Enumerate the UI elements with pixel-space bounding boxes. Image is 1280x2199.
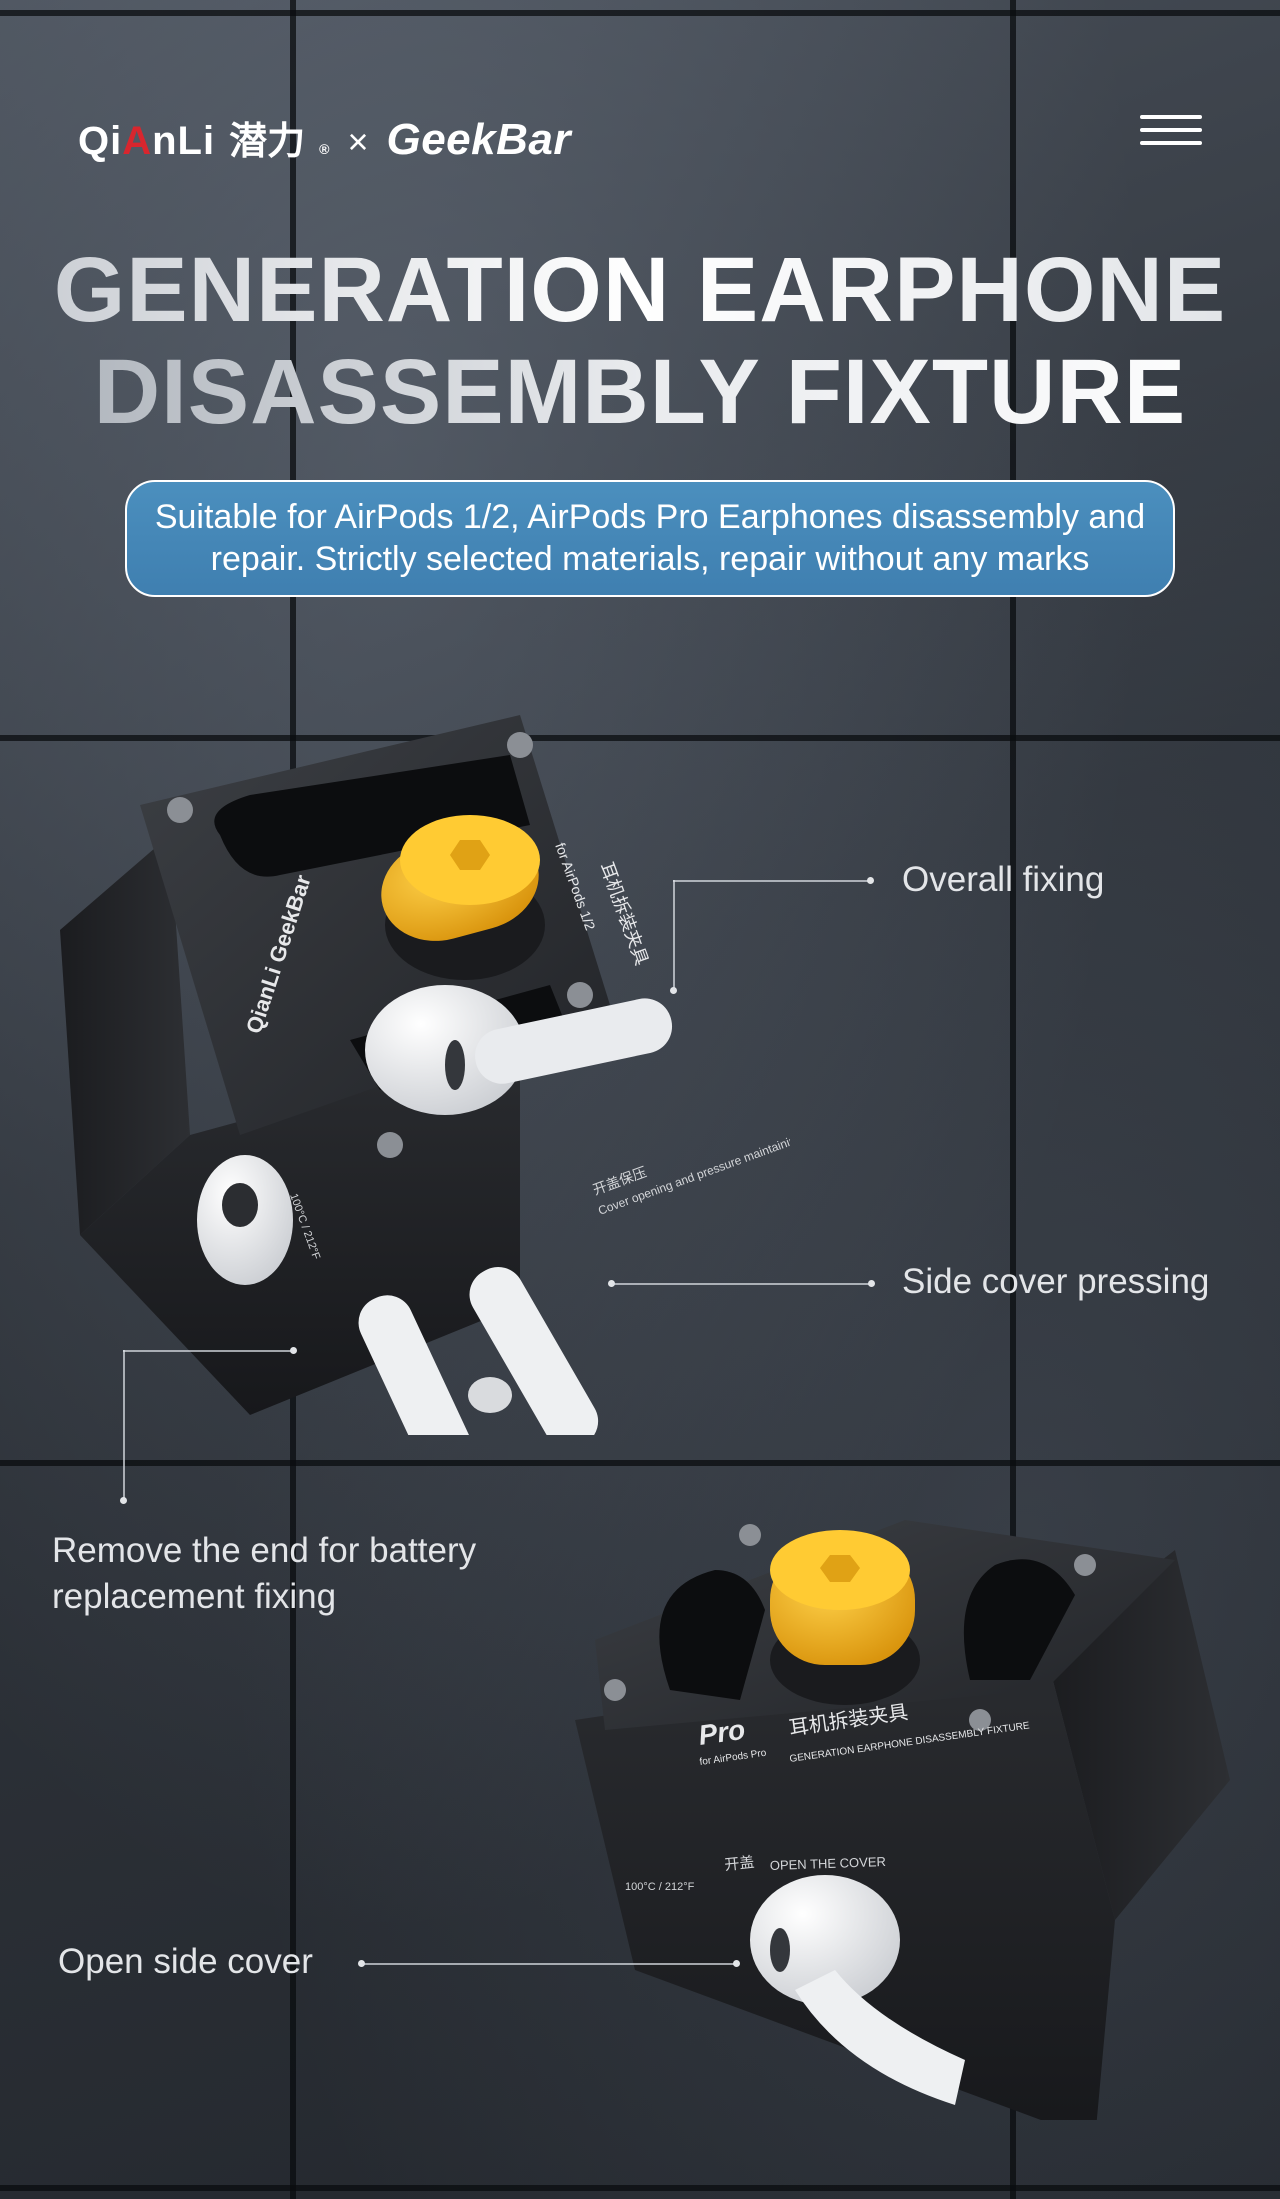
hero-title-line2: DISASSEMBLY FIXTURE [0, 340, 1280, 445]
airpod-pro-stem-icon [795, 1970, 965, 2105]
screw-icon [377, 1132, 403, 1158]
stem-end-cap-icon [468, 1377, 512, 1413]
grid-line [1010, 0, 1016, 2199]
device2-open-en: OPEN THE COVER [770, 1854, 887, 1873]
airpod-stem-icon [469, 1267, 599, 1435]
registered-mark: ® [319, 141, 330, 157]
collab-times: × [347, 121, 369, 162]
callout-overall-fixing: Overall fixing [902, 860, 1105, 899]
callout-side-cover-pressing: Side cover pressing [902, 1262, 1210, 1301]
grid-line [0, 735, 1280, 741]
device1-cn-name: 耳机拆装夹具 [595, 860, 652, 969]
geekbar-logo-text: GeekBar [386, 115, 571, 164]
device2-open-cn: 开盖 [724, 1853, 756, 1874]
hamburger-menu-icon[interactable] [1140, 115, 1202, 145]
device2-model: Pro [697, 1714, 748, 1751]
screw-icon [507, 732, 533, 758]
qianli-logo-cn: 潜力 [229, 119, 306, 163]
grid-line [0, 10, 1280, 16]
screw-icon [969, 1709, 991, 1731]
brand-logo[interactable]: QiAnLi 潜力 ® × GeekBar [78, 110, 571, 165]
fixture-airpods-12-illustration: QianLi GeekBar for AirPods 1/2 耳机拆装夹具 开盖… [60, 715, 790, 1435]
hero-title-line1: GENERATION EARPHONE [0, 238, 1280, 343]
hero-description-pill: Suitable for AirPods 1/2, AirPods Pro Ea… [125, 480, 1175, 597]
screw-icon [167, 797, 193, 823]
qianli-logo-text: QiAnLi [78, 119, 216, 163]
airpod-stem-icon [358, 1295, 472, 1435]
callout-open-side-cover: Open side cover [58, 1942, 313, 1981]
hero-description: Suitable for AirPods 1/2, AirPods Pro Ea… [154, 498, 1146, 578]
device2-temp: 100°C / 212°F [625, 1881, 695, 1893]
screw-icon [567, 982, 593, 1008]
airpod-pro-earbud-icon [750, 1875, 900, 2005]
callout-remove-end: Remove the end for battery replacement f… [52, 1531, 477, 1616]
grid-line [0, 1460, 1280, 1466]
fixture-airpods-pro-illustration: Pro for AirPods Pro 耳机拆装夹具 GENERATION EA… [575, 1520, 1230, 2120]
airpod-earbud-icon [365, 985, 525, 1115]
screw-icon [604, 1679, 626, 1701]
screw-icon [1074, 1554, 1096, 1576]
screw-icon [739, 1524, 761, 1546]
grid-line [0, 2185, 1280, 2191]
